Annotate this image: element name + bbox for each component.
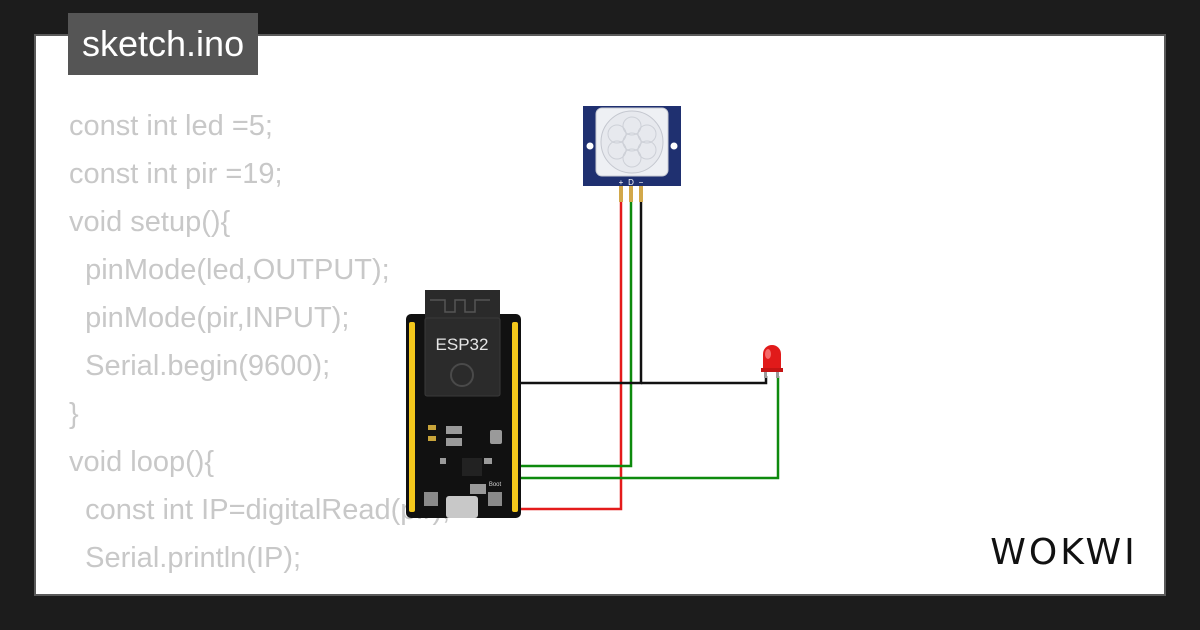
code-line: } xyxy=(69,398,79,430)
usb-port xyxy=(446,496,478,518)
code-line: const int led =5; xyxy=(69,110,273,142)
code-editor[interactable]: const int led =5; const int pir =19; void … xyxy=(69,102,450,594)
code-line: delay(100); xyxy=(69,582,450,594)
code-line: pinMode(pir,INPUT); xyxy=(69,302,350,334)
pin-headers xyxy=(409,322,518,512)
board-label: ESP32 xyxy=(436,335,489,354)
en-button[interactable] xyxy=(424,492,438,506)
pir-pin-label: D xyxy=(628,178,634,187)
code-line: Serial.println(IP); xyxy=(69,542,302,574)
wokwi-logo-icon: WOKWI xyxy=(990,532,1137,573)
code-line: pinMode(led,OUTPUT); xyxy=(69,254,390,286)
wire-black-led[interactable] xyxy=(641,376,768,385)
logo-text: WOKWI xyxy=(990,532,1137,573)
boot-label: Boot xyxy=(489,482,502,488)
boot-button[interactable] xyxy=(488,492,502,506)
pir-sensor-icon[interactable]: + D − xyxy=(583,106,681,202)
pir-pin-label: − xyxy=(639,178,644,187)
code-line: const int pir =19; xyxy=(69,158,283,190)
code-line: void loop(){ xyxy=(69,446,215,478)
esp32-board-icon[interactable]: ESP32 Boot xyxy=(406,290,521,518)
code-line: void setup(){ xyxy=(69,206,231,238)
wire-green-led[interactable] xyxy=(514,376,780,480)
code-line: Serial.begin(9600); xyxy=(69,350,331,382)
pir-pin-label: + xyxy=(619,178,624,187)
file-tab[interactable]: sketch.ino xyxy=(68,13,259,75)
led-icon[interactable] xyxy=(761,345,783,378)
